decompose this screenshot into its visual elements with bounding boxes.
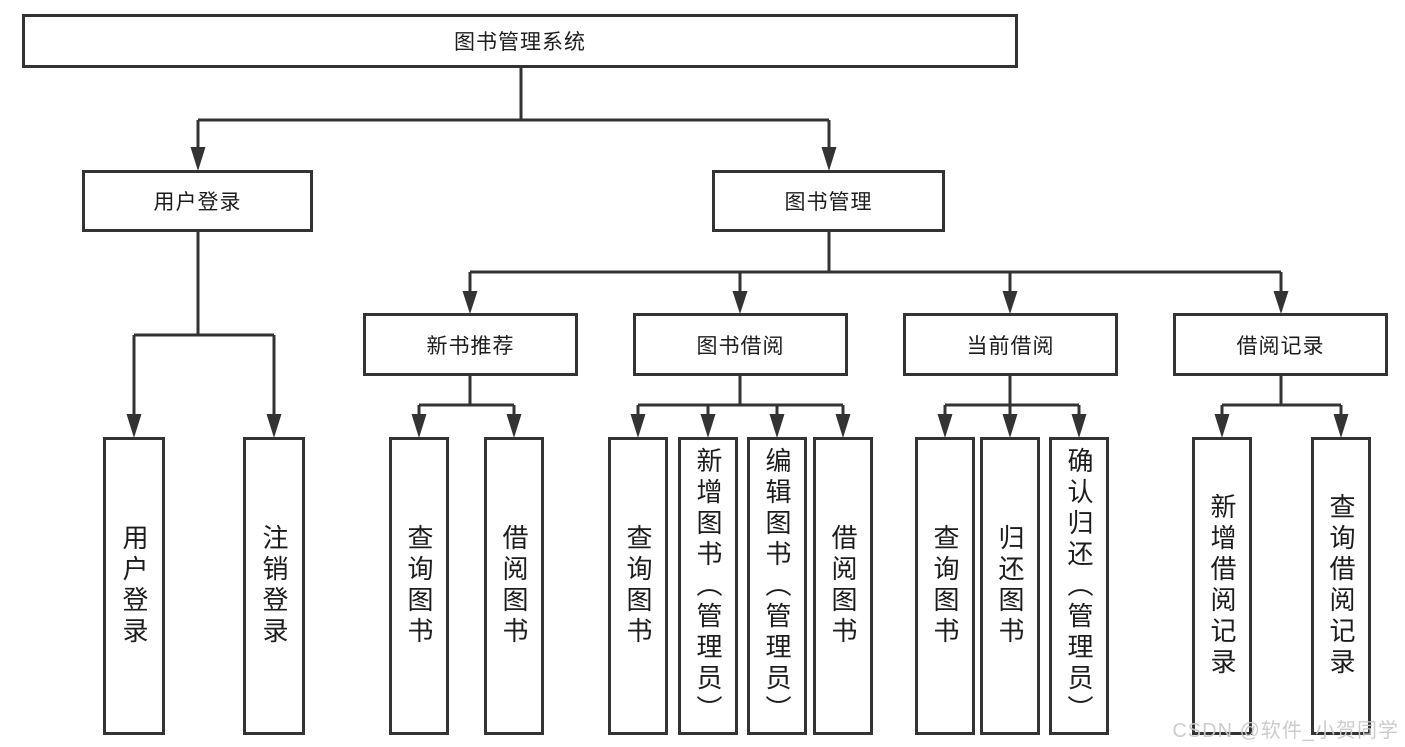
node-new-book-recommend: 新书推荐 (363, 313, 578, 376)
node-borrow-records: 借阅记录 (1173, 313, 1388, 376)
leaf-query-books-current: 查询图书 (915, 437, 975, 735)
leaf-return-books-label: 归还图书 (995, 524, 1025, 648)
leaf-add-borrow-record-label: 新增借阅记录 (1207, 493, 1237, 679)
leaf-add-books-admin: 新增图书（管理员） (678, 437, 738, 735)
leaf-user-login: 用户登录 (103, 437, 165, 735)
leaf-edit-books-admin: 编辑图书（管理员） (747, 437, 807, 735)
leaf-confirm-return-admin: 确认归还（管理员） (1049, 437, 1109, 735)
leaf-borrow-books: 借阅图书 (813, 437, 873, 735)
leaf-borrow-books-recommend: 借阅图书 (484, 437, 544, 735)
node-book-borrow-label: 图书借阅 (696, 334, 785, 358)
node-library-system: 图书管理系统 (22, 14, 1018, 68)
node-book-management: 图书管理 (712, 170, 945, 232)
node-user-login-branch: 用户登录 (82, 170, 313, 232)
node-book-management-label: 图书管理 (784, 191, 873, 214)
leaf-query-books-current-label: 查询图书 (930, 524, 960, 648)
node-current-borrow: 当前借阅 (903, 313, 1118, 376)
leaf-borrow-books-recommend-label: 借阅图书 (499, 524, 529, 648)
leaf-query-books-borrow-label: 查询图书 (623, 524, 653, 648)
leaf-query-books-borrow: 查询图书 (608, 437, 668, 735)
leaf-add-books-admin-label: 新增图书（管理员） (693, 446, 723, 726)
leaf-logout: 注销登录 (243, 437, 305, 735)
leaf-query-borrow-record: 查询借阅记录 (1311, 437, 1371, 735)
leaf-confirm-return-admin-label: 确认归还（管理员） (1064, 446, 1094, 726)
arrowhead-group (126, 147, 1349, 438)
leaf-add-borrow-record: 新增借阅记录 (1192, 437, 1252, 735)
leaf-edit-books-admin-label: 编辑图书（管理员） (762, 446, 792, 726)
node-new-book-recommend-label: 新书推荐 (426, 334, 515, 358)
leaf-query-books-recommend-label: 查询图书 (404, 524, 434, 648)
node-library-system-label: 图书管理系统 (454, 31, 586, 54)
leaf-query-borrow-record-label: 查询借阅记录 (1326, 493, 1356, 679)
csdn-watermark: CSDN @软件_小贺同学 (1172, 720, 1399, 742)
leaf-logout-label: 注销登录 (259, 524, 289, 648)
node-borrow-records-label: 借阅记录 (1236, 334, 1325, 358)
leaf-borrow-books-label: 借阅图书 (828, 524, 858, 648)
node-user-login-branch-label: 用户登录 (153, 191, 242, 214)
leaf-return-books: 归还图书 (980, 437, 1040, 735)
node-book-borrow: 图书借阅 (633, 313, 848, 376)
leaf-user-login-label: 用户登录 (119, 524, 149, 648)
node-current-borrow-label: 当前借阅 (966, 334, 1055, 358)
leaf-query-books-recommend: 查询图书 (389, 437, 449, 735)
